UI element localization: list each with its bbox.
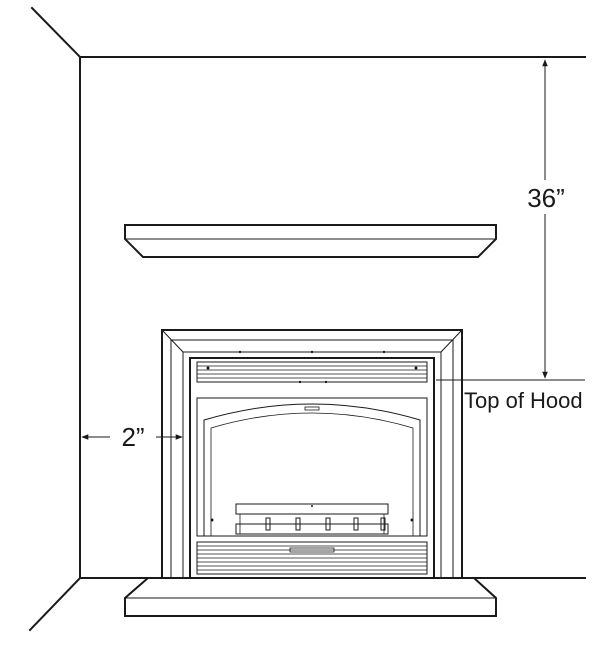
bottom-louver-grille xyxy=(196,541,428,575)
side-clearance-dimension: 2” xyxy=(81,422,183,452)
height-dimension: 36” xyxy=(522,59,572,379)
top-of-hood-reference: Top of Hood xyxy=(436,379,585,413)
room-walls xyxy=(28,6,586,632)
hearth xyxy=(124,577,497,617)
side-clearance-label: 2” xyxy=(121,422,144,452)
mantel-shelf xyxy=(124,224,497,258)
wall-corner-top-diagonal xyxy=(30,6,82,59)
firebox-opening xyxy=(196,397,428,537)
top-louver-hood xyxy=(196,350,428,384)
fireplace-surround xyxy=(161,329,463,579)
wall-corner-bottom-diagonal xyxy=(28,576,82,632)
log-grate xyxy=(235,503,389,535)
firebox-insert xyxy=(189,350,435,579)
height-dimension-label: 36” xyxy=(527,183,565,213)
top-of-hood-label: Top of Hood xyxy=(464,388,583,413)
